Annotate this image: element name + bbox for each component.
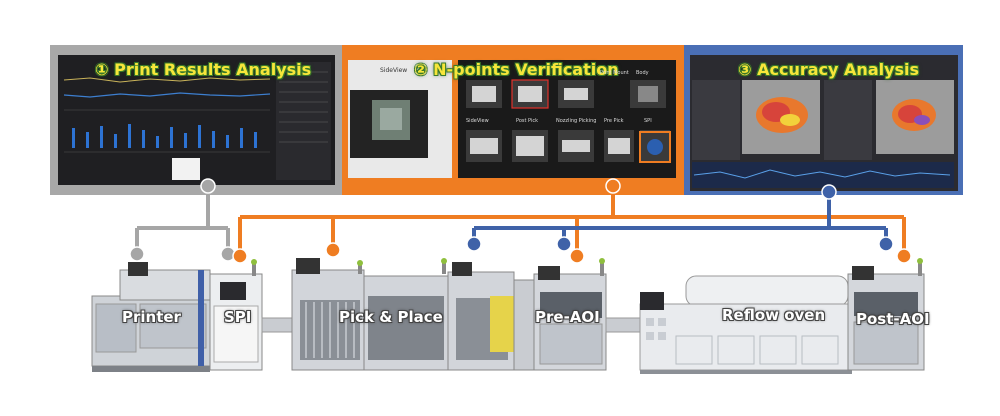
pre-aoi-label: Pre-AOI bbox=[535, 308, 600, 326]
panel-accuracy-analysis bbox=[684, 45, 963, 195]
spi-machine bbox=[209, 259, 293, 371]
tile-label-nozzling-picking: Nozzling Picking bbox=[556, 118, 597, 124]
npoints-number: ② bbox=[414, 60, 428, 79]
pre-aoi-machine bbox=[533, 258, 641, 371]
post-aoi-machine bbox=[847, 258, 925, 371]
printer-label: Printer bbox=[122, 308, 181, 326]
accuracy-title: ③ Accuracy Analysis bbox=[738, 60, 919, 79]
tile-label-print-mount: Print Mount bbox=[600, 70, 629, 76]
accuracy-number: ③ bbox=[738, 60, 752, 79]
post-aoi-label: Post-AOI bbox=[856, 310, 930, 328]
tile-label-spi: SPI bbox=[644, 118, 652, 124]
accuracy-label: Accuracy Analysis bbox=[757, 60, 920, 79]
reflow-oven-machine bbox=[639, 275, 853, 374]
tile-label-pre-pick: Pre Pick bbox=[604, 118, 624, 124]
gray-connector bbox=[135, 186, 230, 252]
print-results-label: Print Results Analysis bbox=[114, 60, 312, 79]
reflow-oven-label: Reflow oven bbox=[722, 306, 826, 324]
npoints-title: ② N-points Verification bbox=[414, 60, 619, 79]
spi-label: SPI bbox=[224, 308, 252, 326]
panel-print-results bbox=[50, 45, 342, 195]
print-results-number: ① bbox=[95, 60, 109, 79]
orange-connector bbox=[238, 186, 906, 256]
npoints-label: N-points Verification bbox=[433, 60, 619, 79]
tile-label-post-pick: Post Pick bbox=[516, 118, 538, 124]
side-view-label: SideView bbox=[380, 67, 408, 74]
tile-label-sideview: SideView bbox=[466, 118, 489, 124]
connector-dots bbox=[129, 178, 912, 264]
tile-label-body: Body bbox=[636, 70, 649, 76]
print-results-title: ① Print Results Analysis bbox=[95, 60, 311, 79]
panel-npoints-verification bbox=[342, 45, 684, 195]
pick-place-machines bbox=[291, 258, 535, 371]
printer-machine bbox=[91, 262, 211, 372]
pick-place-label: Pick & Place bbox=[339, 308, 443, 326]
